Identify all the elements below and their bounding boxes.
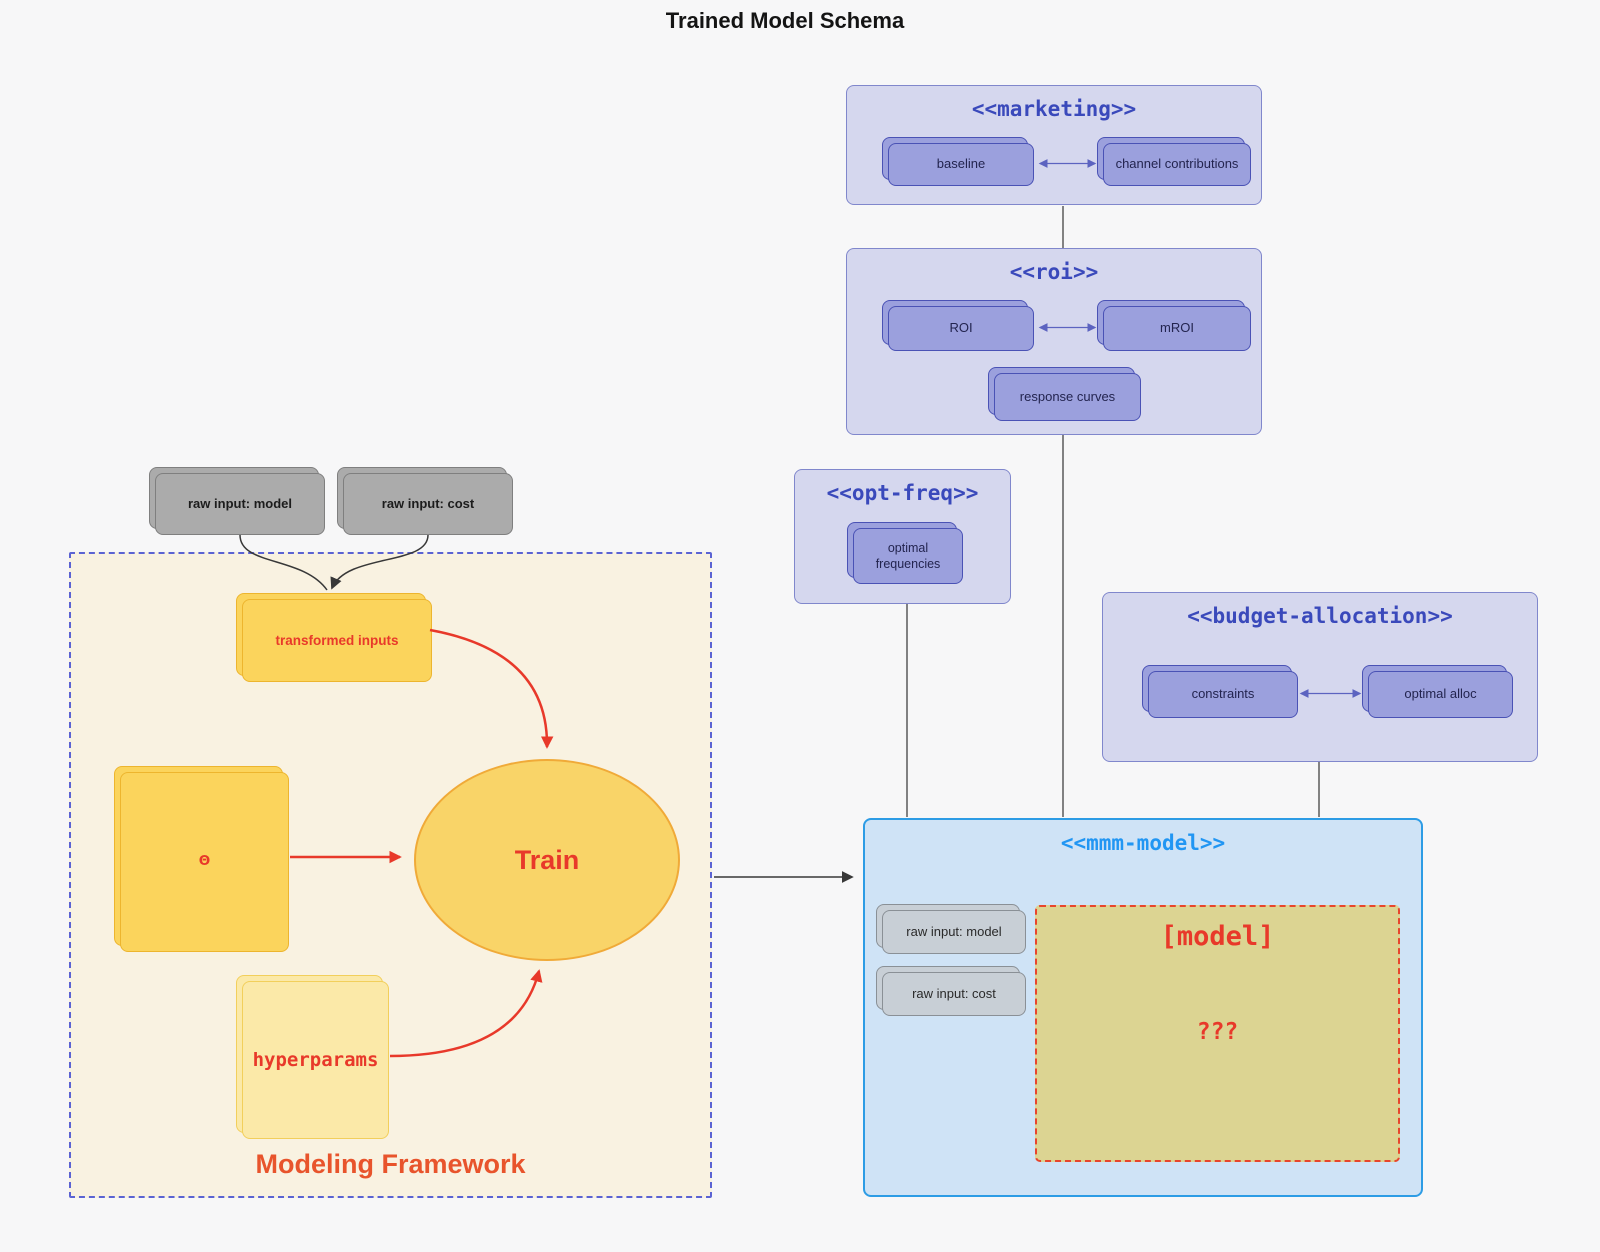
node-optimal-frequencies: optimal frequencies <box>847 522 963 584</box>
page-title: Trained Model Schema <box>665 8 905 33</box>
node-mmm-raw-input-model: raw input: model <box>876 904 1026 954</box>
node-constraints: constraints <box>1142 665 1298 718</box>
group-opt-freq-title: <<opt-freq>> <box>826 481 979 505</box>
group-marketing: <<marketing>> baseline channel contribut… <box>846 85 1262 205</box>
node-roi: ROI <box>882 300 1034 351</box>
node-train-label: Train <box>514 844 580 875</box>
group-mmm-model-title: <<mmm-model>> <box>1060 831 1226 855</box>
node-mmm-raw-input-model-label: raw input: model <box>882 910 1026 954</box>
node-mroi: mROI <box>1097 300 1251 351</box>
node-baseline: baseline <box>882 137 1034 186</box>
node-response-curves-label: response curves <box>994 373 1141 421</box>
group-modeling-framework: transformed inputs Θ Train hyperparams M… <box>69 552 712 1198</box>
node-raw-input-model-label: raw input: model <box>155 473 325 535</box>
node-theta: Θ <box>114 766 289 952</box>
node-channel-contributions-label: channel contributions <box>1103 143 1251 186</box>
node-hyperparams-label: hyperparams <box>242 981 389 1139</box>
node-hyperparams: hyperparams <box>236 975 389 1139</box>
node-constraints-label: constraints <box>1148 671 1298 718</box>
group-opt-freq: <<opt-freq>> optimal frequencies <box>794 469 1011 604</box>
group-budget-allocation-title: <<budget-allocation>> <box>1187 604 1453 628</box>
model-placeholder-label: [model] <box>1160 921 1275 952</box>
node-baseline-label: baseline <box>888 143 1034 186</box>
node-optimal-frequencies-label: optimal frequencies <box>853 528 963 584</box>
node-mmm-raw-input-cost: raw input: cost <box>876 966 1026 1016</box>
node-transformed-inputs-label: transformed inputs <box>242 599 432 682</box>
node-transformed-inputs: transformed inputs <box>236 593 432 682</box>
node-mroi-label: mROI <box>1103 306 1251 351</box>
node-roi-label: ROI <box>888 306 1034 351</box>
node-raw-input-model: raw input: model <box>149 467 325 535</box>
node-mmm-raw-input-cost-label: raw input: cost <box>882 972 1026 1016</box>
group-roi-title: <<roi>> <box>1009 260 1099 284</box>
node-response-curves: response curves <box>988 367 1141 421</box>
modeling-framework-label: Modeling Framework <box>255 1149 526 1179</box>
model-placeholder-box: [model] ??? <box>1035 905 1400 1162</box>
node-optimal-alloc-label: optimal alloc <box>1368 671 1513 718</box>
node-train: Train <box>414 759 680 961</box>
node-theta-label: Θ <box>120 772 289 952</box>
node-raw-input-cost-label: raw input: cost <box>343 473 513 535</box>
group-mmm-model: <<mmm-model>> raw input: model raw input… <box>863 818 1423 1197</box>
node-channel-contributions: channel contributions <box>1097 137 1251 186</box>
node-raw-input-cost: raw input: cost <box>337 467 513 535</box>
group-budget-allocation: <<budget-allocation>> constraints optima… <box>1102 592 1538 762</box>
group-marketing-title: <<marketing>> <box>971 97 1137 121</box>
group-roi: <<roi>> ROI mROI response curves <box>846 248 1262 435</box>
node-optimal-alloc: optimal alloc <box>1362 665 1513 718</box>
model-unknown-label: ??? <box>1196 1019 1239 1045</box>
